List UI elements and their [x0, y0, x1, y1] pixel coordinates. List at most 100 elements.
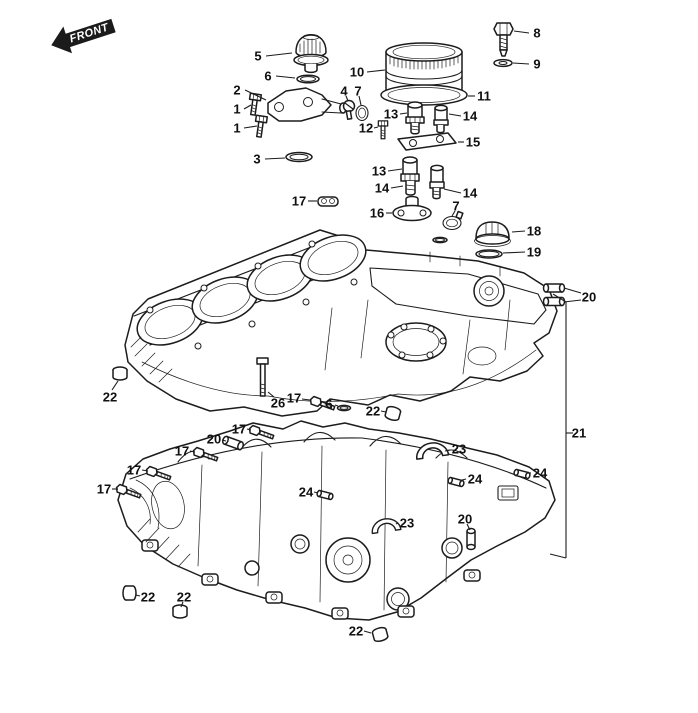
fitting-13b — [400, 156, 420, 196]
callout-leader-line — [552, 293, 567, 303]
callout-leader-line — [363, 630, 372, 634]
bearing-boss — [325, 537, 371, 583]
callout-22: 22 — [177, 590, 191, 605]
dowel-pin-20d — [466, 527, 476, 551]
callout-leader-line — [512, 62, 530, 65]
callout-leader-line — [345, 95, 349, 102]
callout-17: 17 — [232, 422, 246, 437]
callout-18: 18 — [527, 224, 541, 239]
callout-1: 1 — [233, 102, 240, 117]
callout-6: 6 — [264, 69, 271, 84]
callout-17: 17 — [292, 194, 306, 209]
callout-13: 13 — [372, 164, 386, 179]
callout-leader-line — [111, 380, 119, 391]
callout-leader-line — [135, 594, 141, 597]
callout-22: 22 — [141, 590, 155, 605]
breather-cap-5 — [293, 34, 329, 74]
plate-15 — [397, 132, 457, 151]
callout-15: 15 — [466, 135, 480, 150]
callout-20: 20 — [458, 512, 472, 527]
callout-21: 21 — [572, 426, 586, 441]
breather-cover-10 — [380, 42, 468, 106]
screw-4 — [342, 99, 356, 121]
callout-17: 17 — [127, 463, 141, 478]
front-arrow-shape — [51, 18, 116, 54]
callout-22: 22 — [366, 404, 380, 419]
callout-6: 6 — [325, 397, 332, 412]
plug-22b — [383, 404, 403, 423]
callout-leader-line — [358, 95, 362, 106]
bolt-8 — [493, 22, 514, 57]
lower-crankcase — [117, 420, 556, 621]
o-ring-6 — [296, 74, 320, 84]
callout-leader-line — [511, 230, 526, 233]
callout-leader-line — [243, 125, 258, 129]
oil-filler-boss — [473, 275, 505, 307]
callout-14: 14 — [463, 186, 478, 201]
callout-leader-line — [451, 210, 456, 217]
o-ring-6b — [336, 404, 352, 412]
callout-leader-line — [264, 157, 286, 160]
callout-14: 14 — [375, 181, 390, 196]
bolt-26 — [256, 357, 269, 397]
cap-18 — [474, 221, 511, 247]
callout-leader-line — [390, 185, 404, 189]
callout-14: 14 — [463, 109, 478, 124]
callout-leader-line — [373, 126, 379, 129]
callout-4: 4 — [340, 84, 348, 99]
washer-9 — [493, 58, 513, 68]
callout-5: 5 — [254, 49, 261, 64]
callout-leader-line — [443, 188, 462, 194]
o-ring-3 — [285, 151, 313, 163]
callout-leader-line — [387, 168, 403, 172]
callout-leader-line — [563, 299, 582, 303]
callout-leader-line — [502, 251, 526, 254]
callout-24: 24 — [533, 466, 548, 481]
callout-17: 17 — [287, 391, 301, 406]
callout-leader-line — [267, 391, 275, 398]
clamp-7b — [442, 210, 464, 231]
callout-9: 9 — [533, 57, 540, 72]
callout-13: 13 — [384, 107, 398, 122]
callout-leader-line — [513, 30, 530, 34]
callout-leader-line — [448, 113, 462, 117]
callout-leader-line — [141, 469, 149, 472]
callout-leader-line — [243, 104, 252, 110]
callout-leader-line — [399, 112, 408, 115]
callout-leader-line — [466, 523, 471, 531]
callout-20: 20 — [582, 290, 596, 305]
front-label: FRONT — [68, 21, 111, 45]
callout-leader-line — [221, 439, 227, 442]
callout-7: 7 — [452, 199, 459, 214]
callout-leader-line — [380, 410, 387, 413]
callout-leader-line — [275, 75, 296, 79]
plug-22e — [370, 625, 390, 644]
cover-flange-11 — [380, 84, 468, 106]
plug-22a — [112, 366, 128, 381]
union-16 — [392, 195, 432, 222]
fitting-14b — [429, 164, 445, 200]
callout-leader-line — [180, 601, 184, 608]
plug-22c — [122, 585, 137, 601]
callout-leader-line — [189, 450, 196, 453]
callout-22: 22 — [103, 390, 117, 405]
callout-16: 16 — [370, 206, 384, 221]
front-direction-arrow: FRONT — [51, 18, 116, 54]
callout-8: 8 — [533, 26, 540, 41]
callout-17: 17 — [175, 444, 189, 459]
callout-17: 17 — [97, 482, 111, 497]
small-ring — [432, 236, 448, 244]
callout-leader-line — [244, 89, 267, 101]
dowel-pin-20a — [542, 283, 566, 293]
callout-leader-line — [265, 52, 293, 57]
fitting-14a — [433, 104, 449, 134]
callout-2: 2 — [233, 83, 240, 98]
callout-leader-line — [301, 398, 311, 401]
callout-leader-line — [444, 449, 451, 452]
callout-26: 26 — [271, 396, 285, 411]
callout-leader-line — [395, 522, 399, 525]
fitting-13a — [405, 101, 425, 135]
